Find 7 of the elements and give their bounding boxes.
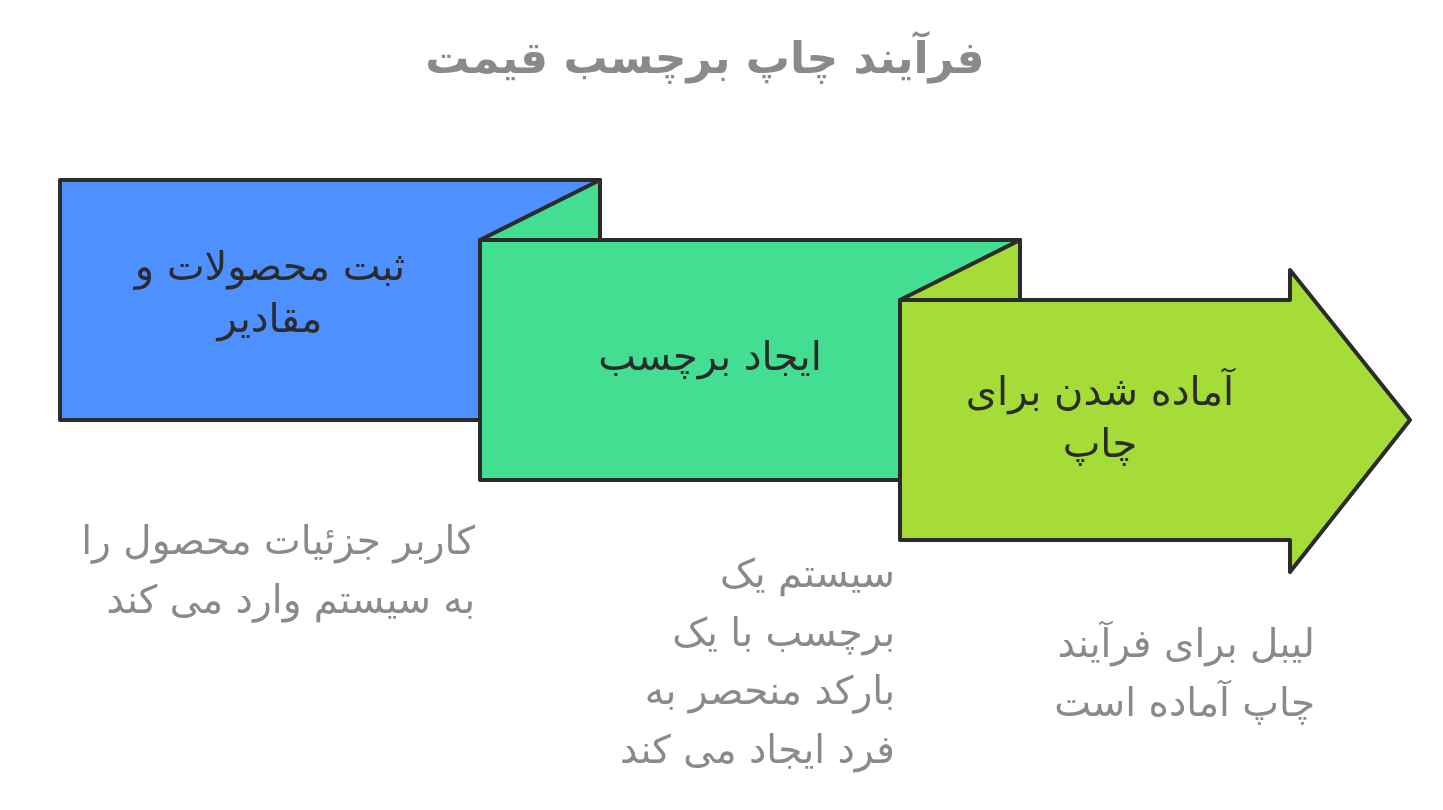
step-label: ایجاد برچسب [597, 332, 823, 382]
step-label: ثبت محصولات و مقادیر [132, 242, 407, 344]
step-label: آماده شدن برای چاپ [964, 366, 1237, 468]
step-description: کاربر جزئیات محصول را به سیستم وارد می کند [80, 517, 475, 625]
step-description: لیبل برای فرآیند چاپ آماده است [1053, 619, 1315, 727]
step-description: سیستم یک برچسب با یک بارکد منحصر به فرد ایجاد می کند [618, 550, 895, 775]
diagram-title: فرآیند چاپ برچسب قیمت [424, 32, 986, 83]
